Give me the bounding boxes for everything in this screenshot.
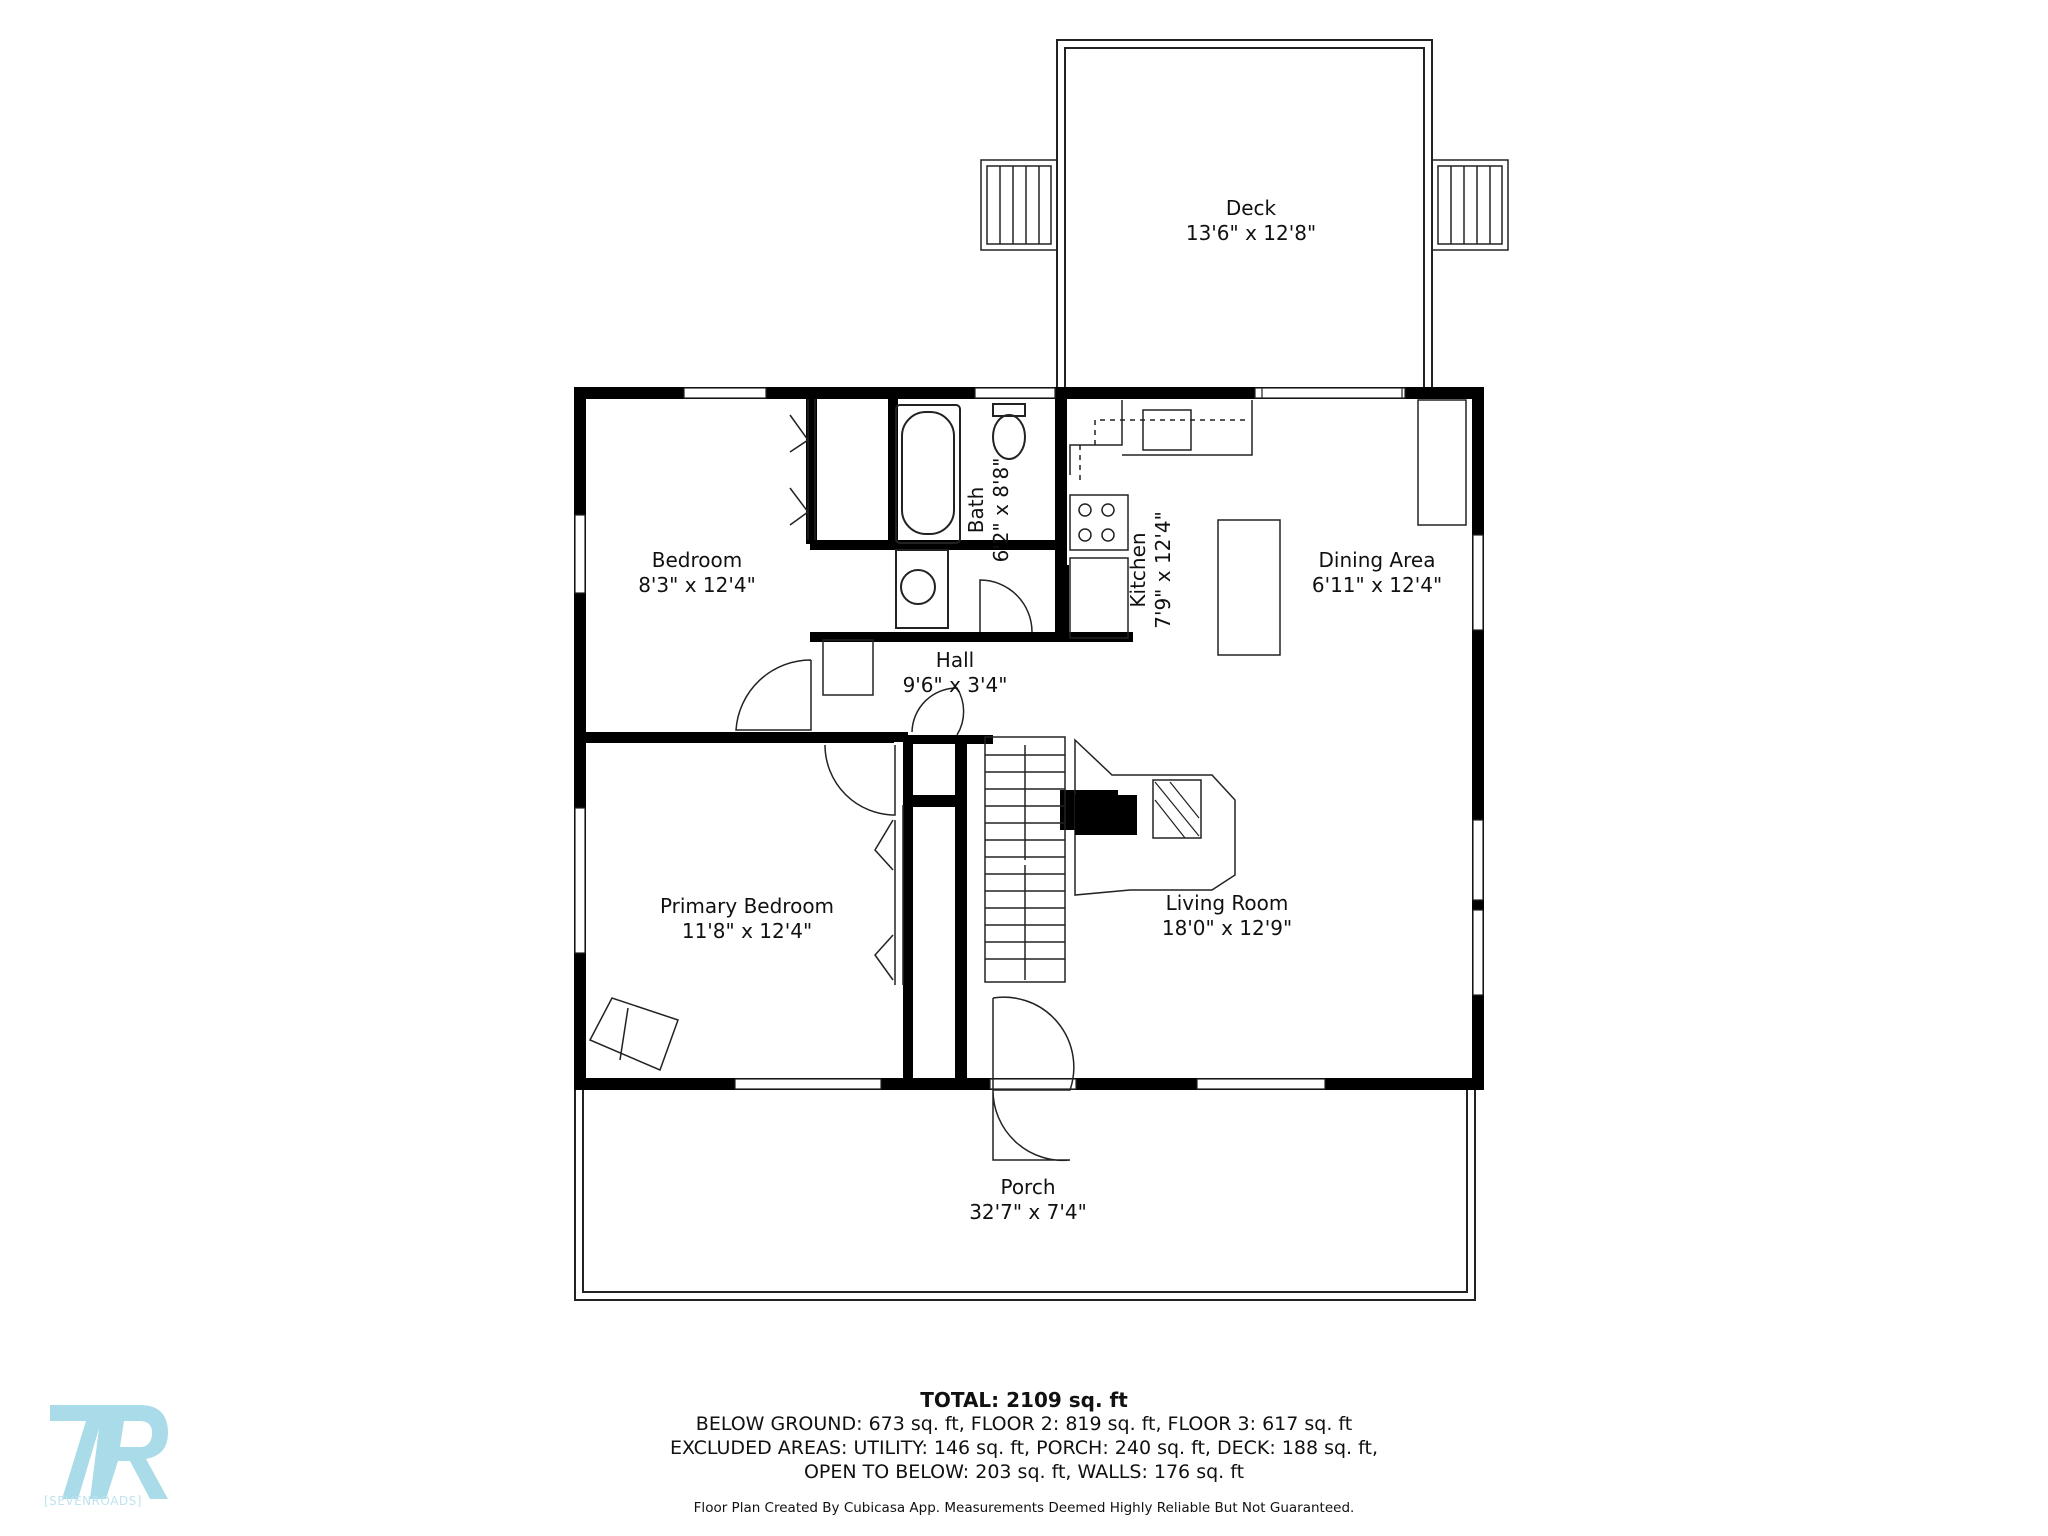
- living-label: Living Room 18'0" x 12'9": [1162, 891, 1292, 940]
- interior-walls: [574, 399, 1133, 1080]
- fireplace: [1074, 738, 1236, 896]
- deck-stairs-left: [980, 159, 1058, 251]
- disclaimer: Floor Plan Created By Cubicasa App. Meas…: [693, 1500, 1355, 1516]
- area-breakdown-line-1: BELOW GROUND: 673 sq. ft, FLOOR 2: 819 s…: [695, 1413, 1353, 1435]
- front-door: [992, 996, 1075, 1162]
- bathtub: [895, 404, 961, 544]
- porch-name: Porch: [1000, 1175, 1055, 1199]
- sink: [895, 549, 949, 629]
- hall-doors: [735, 639, 965, 816]
- bedroom-closet: [789, 399, 816, 540]
- deck-sliding-door: [1261, 387, 1403, 399]
- total-area: TOTAL: 2109 sq. ft: [920, 1388, 1128, 1412]
- bath-dims: 6'2" x 8'8": [989, 458, 1013, 563]
- bath-name: Bath: [964, 487, 988, 534]
- kitchen-name: Kitchen: [1126, 532, 1150, 607]
- living-dims: 18'0" x 12'9": [1162, 916, 1292, 940]
- hall-dims: 9'6" x 3'4": [903, 673, 1008, 697]
- sevenroads-logo: [50, 1405, 168, 1499]
- kitchen-counter: [1069, 399, 1467, 656]
- bath-door: [979, 579, 1033, 633]
- deck-name: Deck: [1226, 196, 1277, 220]
- bath-label: Bath 6'2" x 8'8": [964, 458, 1013, 563]
- windows: [574, 387, 1484, 1090]
- area-breakdown-line-3: OPEN TO BELOW: 203 sq. ft, WALLS: 176 sq…: [803, 1461, 1245, 1483]
- primary-bedroom-dims: 11'8" x 12'4": [682, 919, 812, 943]
- primary-bedroom-name: Primary Bedroom: [660, 894, 834, 918]
- primary-closet: [874, 805, 904, 985]
- bedroom-dims: 8'3" x 12'4": [638, 573, 756, 597]
- porch-label: Porch 32'7" x 7'4": [969, 1175, 1087, 1224]
- toilet: [992, 403, 1026, 460]
- dining-name: Dining Area: [1319, 548, 1436, 572]
- primary-chair: [588, 997, 679, 1072]
- dining-dims: 6'11" x 12'4": [1312, 573, 1442, 597]
- porch-outline: [574, 1090, 1476, 1301]
- deck-label: Deck 13'6" x 12'8": [1186, 196, 1316, 245]
- deck-dims: 13'6" x 12'8": [1186, 221, 1316, 245]
- primary-bedroom-label: Primary Bedroom 11'8" x 12'4": [660, 894, 834, 943]
- porch-dims: 32'7" x 7'4": [969, 1200, 1087, 1224]
- hall-label: Hall 9'6" x 3'4": [903, 648, 1008, 697]
- area-breakdown-line-2: EXCLUDED AREAS: UTILITY: 146 sq. ft, POR…: [669, 1437, 1378, 1459]
- living-name: Living Room: [1166, 891, 1289, 915]
- logo-wordmark: [SEVENROADS]: [44, 1494, 142, 1508]
- kitchen-label: Kitchen 7'9" x 12'4": [1126, 511, 1175, 629]
- interior-stairs: [984, 736, 1066, 983]
- deck-stairs-right: [1431, 159, 1509, 251]
- hall-name: Hall: [936, 648, 974, 672]
- bedroom-name: Bedroom: [652, 548, 742, 572]
- kitchen-dims: 7'9" x 12'4": [1151, 511, 1175, 629]
- dining-label: Dining Area 6'11" x 12'4": [1312, 548, 1442, 597]
- bedroom-label: Bedroom 8'3" x 12'4": [638, 548, 756, 597]
